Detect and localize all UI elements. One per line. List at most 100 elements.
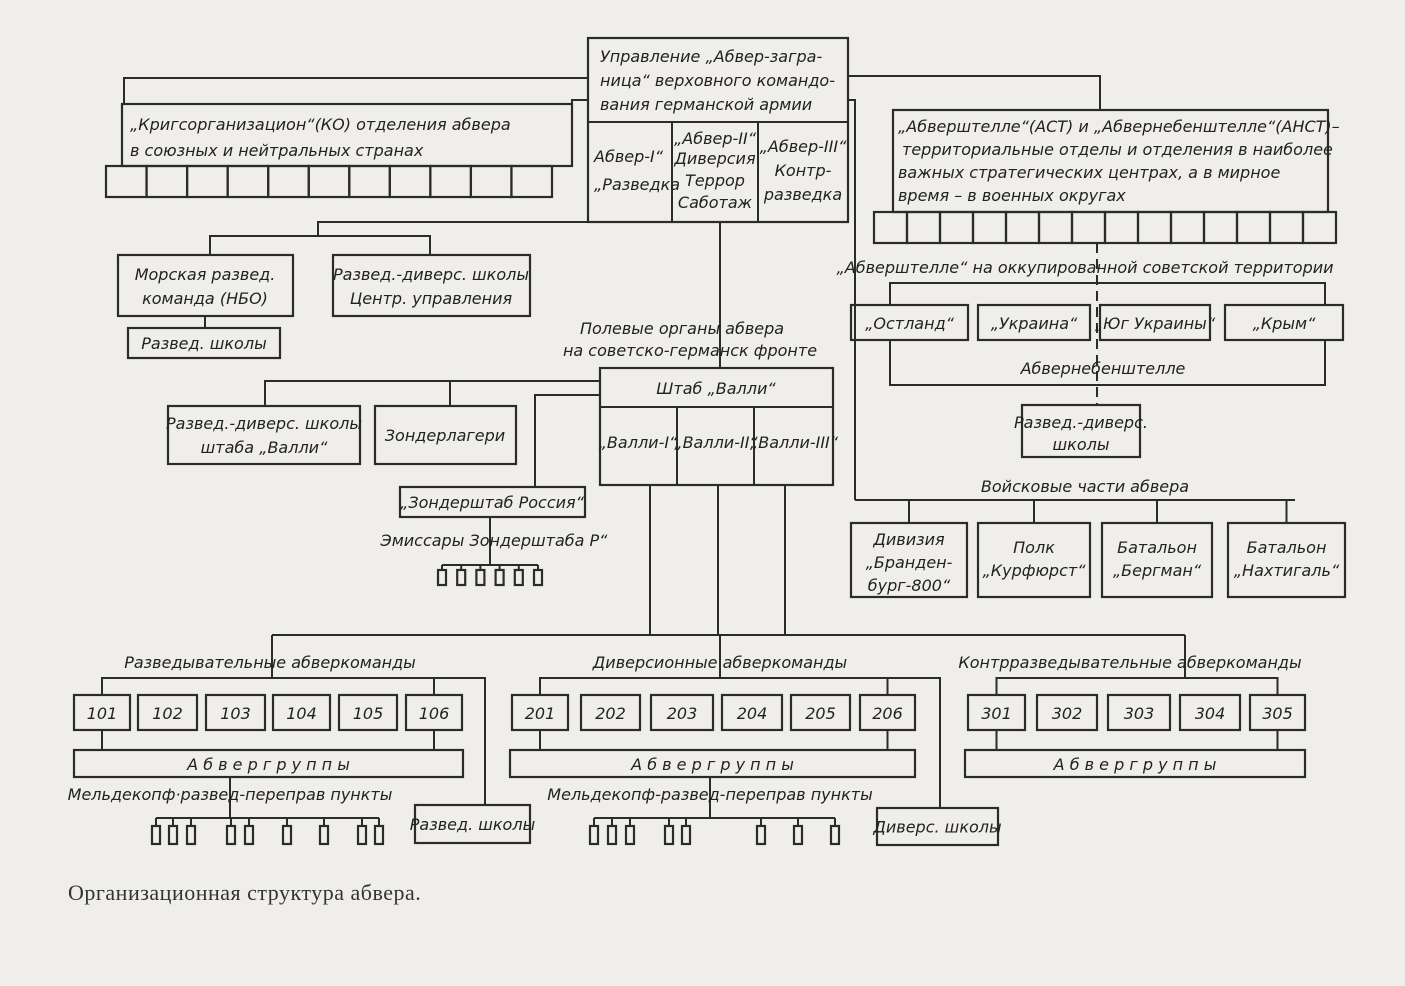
relay-point-box bbox=[167, 824, 179, 846]
abwehr-subgroups-box bbox=[72, 748, 465, 779]
command-box bbox=[204, 693, 267, 732]
office-cell bbox=[226, 164, 270, 199]
abwehr-1: Абвер-I“ bbox=[593, 147, 664, 166]
abwehr-2: „Абвер-II“ bbox=[674, 129, 757, 148]
central-schools-text: Центр. управления bbox=[350, 289, 513, 308]
abwehr-2: Диверсия bbox=[673, 149, 756, 168]
region-box bbox=[1098, 303, 1212, 342]
troop-unit-text: „Бергман“ bbox=[1113, 561, 1202, 580]
office-cell bbox=[971, 210, 1008, 245]
emissary-box bbox=[456, 568, 467, 587]
command-box bbox=[337, 693, 399, 732]
command-number: 105 bbox=[353, 704, 384, 723]
valli-sub: „Валли-I“ bbox=[599, 433, 678, 452]
troop-unit-text: бург-800“ bbox=[868, 576, 951, 595]
naval-schools-text: Развед. школы bbox=[141, 334, 266, 353]
schools-box bbox=[875, 806, 1000, 847]
troop-unit-text: Дивизия bbox=[872, 530, 945, 549]
relay-point-box bbox=[829, 824, 841, 846]
top-line: вания германской армии bbox=[600, 95, 812, 114]
relay-point-box bbox=[624, 824, 636, 846]
relay-point-box bbox=[281, 824, 293, 846]
office-cell bbox=[1268, 210, 1305, 245]
region-box bbox=[849, 303, 970, 342]
emissary-box bbox=[494, 568, 505, 587]
region-label: „Крым“ bbox=[1253, 314, 1317, 333]
emissary-box bbox=[532, 568, 544, 587]
emissaries-label: Эмиссары Зондерштаба Р“ bbox=[380, 531, 609, 550]
command-number: 204 bbox=[737, 704, 768, 723]
valli-schools-text: Развед.-диверс. школы bbox=[166, 414, 362, 433]
command-number: 203 bbox=[667, 704, 698, 723]
troops-label: Войсковые части абвера bbox=[981, 477, 1189, 496]
points-label: Мельдекопф-развед-переправ пункты bbox=[547, 785, 872, 804]
office-cell bbox=[510, 164, 554, 199]
office-cell bbox=[388, 164, 432, 199]
valli-schools-text: штаба „Валли“ bbox=[201, 438, 328, 457]
valli-schools-box bbox=[166, 404, 362, 466]
emissary-box bbox=[513, 568, 524, 587]
relay-point-box bbox=[225, 824, 237, 846]
relay-point-box bbox=[318, 824, 330, 846]
naval-text: Морская развед. bbox=[135, 265, 276, 284]
office-cell bbox=[905, 210, 942, 245]
relay-point-box bbox=[356, 824, 368, 846]
sonderstab-text: „Зондерштаб Россия“ bbox=[400, 493, 585, 512]
command-box bbox=[136, 693, 199, 732]
occupied-label: „Абверштелле“ на оккупированной советско… bbox=[836, 258, 1333, 277]
office-cell bbox=[348, 164, 391, 199]
command-number: 301 bbox=[981, 704, 1012, 723]
office-cell bbox=[185, 164, 229, 199]
nebenstelle-label: Абвернебенштелле bbox=[1020, 359, 1186, 378]
command-number: 103 bbox=[220, 704, 251, 723]
abwehr-command-box: Управление „Абвер-загра- ница“ верховног… bbox=[586, 36, 850, 224]
abwehr-1: „Разведка bbox=[594, 175, 680, 194]
troop-unit-box bbox=[849, 521, 969, 599]
group-label: Разведывательные абверкоманды bbox=[124, 653, 416, 672]
command-number: 303 bbox=[1124, 704, 1155, 723]
command-box bbox=[1178, 693, 1242, 732]
figure-caption: Организационная структура абвера. bbox=[68, 880, 422, 905]
office-cell bbox=[1103, 210, 1140, 245]
abwehr-subgroups-box bbox=[963, 748, 1307, 779]
subgroups-label: А б в е р г р у п п ы bbox=[630, 755, 794, 774]
troop-unit-box bbox=[976, 521, 1092, 599]
office-cell bbox=[429, 164, 473, 199]
abwehr-3: разведка bbox=[763, 185, 842, 204]
ko-text: в союзных и нейтральных странах bbox=[130, 141, 424, 160]
command-box bbox=[1106, 693, 1172, 732]
region-label: „Украина“ bbox=[991, 314, 1078, 333]
office-cell bbox=[872, 210, 909, 245]
schools-label: Развед. школы bbox=[410, 815, 535, 834]
regional-schools-box bbox=[1020, 403, 1142, 459]
troop-unit-text: „Курфюрст“ bbox=[983, 561, 1087, 580]
points-label: Мельдекопф·развед-переправ пункты bbox=[68, 785, 393, 804]
schools-box bbox=[413, 803, 532, 845]
command-box bbox=[1035, 693, 1099, 732]
valli-title: Штаб „Валли“ bbox=[656, 379, 776, 398]
sonderlager-text: Зондерлагери bbox=[385, 426, 505, 445]
office-cell bbox=[1301, 210, 1338, 245]
command-number: 206 bbox=[872, 704, 903, 723]
office-cell bbox=[1037, 210, 1074, 245]
abwehr-2: Саботаж bbox=[678, 193, 753, 212]
naval-text: команда (НБО) bbox=[142, 289, 268, 308]
command-number: 201 bbox=[525, 704, 556, 723]
command-number: 202 bbox=[595, 704, 626, 723]
region-box bbox=[976, 303, 1092, 342]
group-label: Диверсионные абверкоманды bbox=[592, 653, 847, 672]
abwehr-3: Контр- bbox=[775, 161, 832, 180]
troop-unit-text: „Нахтигаль“ bbox=[1234, 561, 1340, 580]
command-box bbox=[579, 693, 642, 732]
command-number: 101 bbox=[87, 704, 118, 723]
abwehr-2: Террор bbox=[685, 171, 745, 190]
top-line: Управление „Абвер-загра- bbox=[600, 47, 822, 66]
regional-schools-text: Развед.-диверс. bbox=[1014, 413, 1148, 432]
ast-text: территориальные отделы и отделения в наи… bbox=[902, 140, 1333, 159]
command-number: 305 bbox=[1262, 704, 1293, 723]
region-label: „Юг Украины“ bbox=[1095, 314, 1216, 333]
troop-unit-box bbox=[1226, 521, 1347, 599]
valli-box bbox=[598, 366, 835, 487]
